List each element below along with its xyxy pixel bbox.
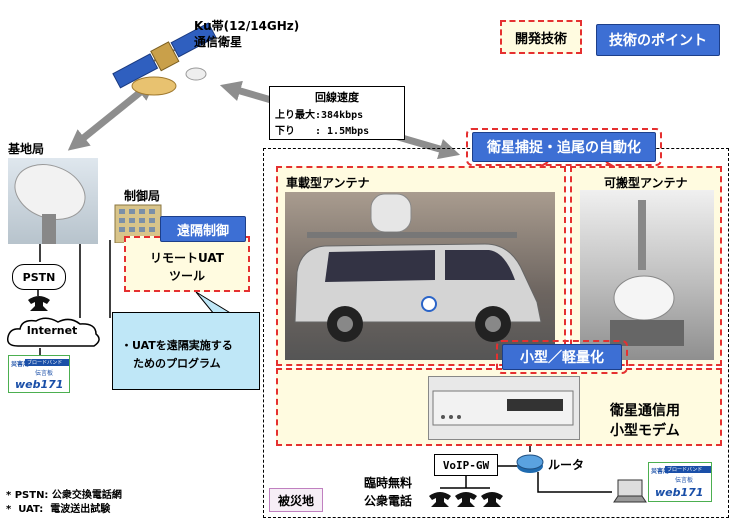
phone-icon-1 <box>428 490 452 508</box>
auto-track-outline <box>466 128 662 166</box>
base-station-label: 基地局 <box>8 142 45 156</box>
modem-label-line1: 衛星通信用 <box>610 403 680 419</box>
web171-left-small1: 災害用 <box>11 361 30 368</box>
internet-cloud <box>4 316 104 350</box>
remote-uat-tool-line2: ツール <box>168 269 205 283</box>
control-station-label: 制御局 <box>124 189 161 203</box>
line-speed-up: 上り最大:384kbps <box>275 110 364 121</box>
auto-track-badge: 衛星捕捉・追尾の自動化 <box>472 132 656 162</box>
web171-right-small2: ブロードバンド <box>667 467 703 473</box>
line-speed-title: 回線速度 <box>315 91 359 104</box>
web171-badge-left[interactable]: 災害用 ブロードバンド 伝言板 web171 <box>8 355 70 393</box>
modem-label-line2: 小型モデム <box>610 423 680 439</box>
telephone-icon <box>26 294 52 312</box>
internet-label: Internet <box>26 324 78 337</box>
web171-left-small3: 伝言板 <box>35 370 54 377</box>
satellite-name-label: 通信衛星 <box>194 35 243 49</box>
remote-uat-tool-line1: リモートUAT <box>150 251 224 265</box>
voip-gw-box: VoIP-GW <box>434 454 498 476</box>
callout-pointer <box>195 291 234 315</box>
uat-callout: ・UATを遠隔実施する ためのプログラム <box>112 312 260 390</box>
disaster-area-label: 被災地 <box>269 488 323 512</box>
satellite-band-label: Ku帯(12/14GHz) <box>194 19 300 33</box>
router-icon <box>516 452 544 474</box>
web171-left-stripe <box>25 359 69 366</box>
web171-left-main: web171 <box>15 378 64 391</box>
compact-outline <box>496 340 628 374</box>
satellite-icon <box>112 22 217 96</box>
portable-antenna-photo <box>580 190 714 360</box>
phone-icon-2 <box>454 490 478 508</box>
laptop-icon <box>612 478 648 504</box>
callout-line1: ・UATを遠隔実施する <box>121 339 233 352</box>
base-station-photo <box>8 158 98 244</box>
web171-right-stripe <box>665 466 711 473</box>
modem-icon <box>432 390 574 426</box>
modem-photo <box>428 376 580 440</box>
vehicle-photo <box>285 192 555 360</box>
web171-left-small2: ブロードバンド <box>27 360 63 366</box>
remote-control-badge: 遠隔制御 <box>160 216 246 242</box>
note-pstn: * PSTN: 公衆交換電話網 <box>6 490 122 501</box>
web171-right-main: web171 <box>655 486 704 499</box>
note-uat: * UAT: 電波送出試験 <box>6 504 111 515</box>
web171-badge-right[interactable]: 災害用 ブロードバンド 伝言板 web171 <box>648 462 712 502</box>
phones-label-line2: 公衆電話 <box>364 494 413 508</box>
legend-tech-point: 技術のポイント <box>596 24 720 56</box>
phones-label-line1: 臨時無料 <box>364 476 413 490</box>
router-label: ルータ <box>548 458 585 472</box>
satellite-image <box>104 14 224 104</box>
router-laptop-line <box>537 472 612 493</box>
sat-base-link-arrow <box>67 79 157 151</box>
remote-uat-tool-box <box>124 236 250 292</box>
vehicle-antenna-label: 車載型アンテナ <box>286 176 370 190</box>
compact-badge: 小型／軽量化 <box>502 344 622 370</box>
web171-right-small3: 伝言板 <box>675 477 694 484</box>
legend-dev-tech: 開発技術 <box>500 20 582 54</box>
callout-line2: ためのプログラム <box>133 357 221 370</box>
web171-right-small1: 災害用 <box>651 468 670 475</box>
portable-antenna-label: 可搬型アンテナ <box>604 176 688 190</box>
portable-dish-icon <box>610 200 684 346</box>
van-icon <box>294 193 542 342</box>
dish-antenna-icon <box>14 164 86 244</box>
pstn-bubble: PSTN <box>12 264 66 290</box>
line-speed-down: 下り : 1.5Mbps <box>275 126 370 137</box>
line-speed-box: 回線速度 上り最大:384kbps 下り : 1.5Mbps <box>269 86 405 140</box>
phone-icon-3 <box>480 490 504 508</box>
